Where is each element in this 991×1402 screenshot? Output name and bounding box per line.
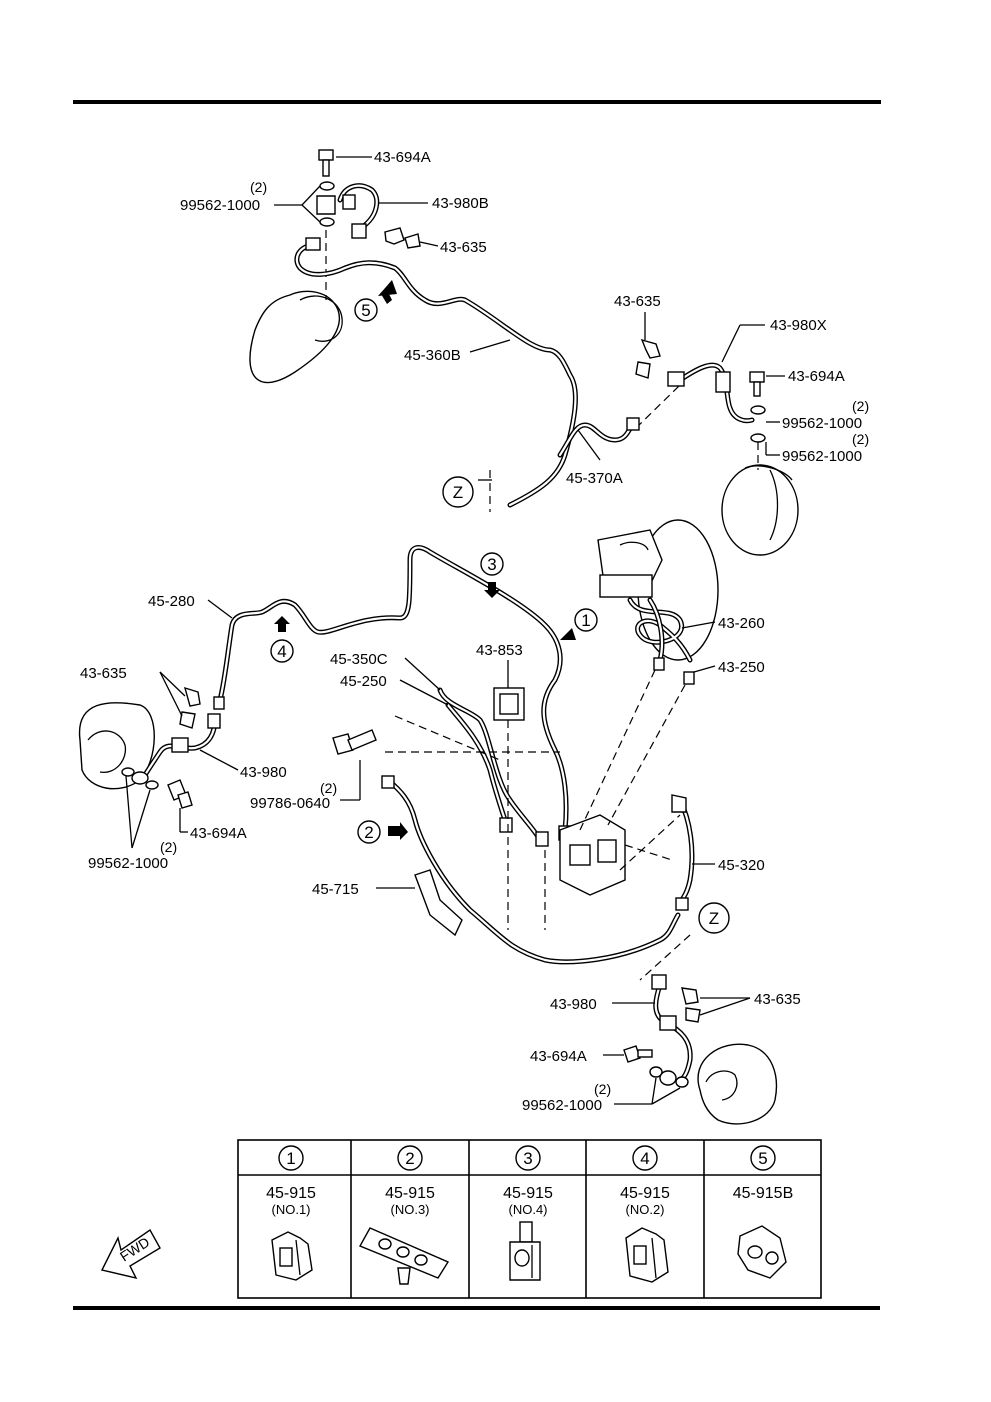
svg-text:(NO.1): (NO.1) — [272, 1202, 311, 1217]
clip-col-5: 5 45-915B — [733, 1145, 794, 1279]
callout-washer-top: 99562-1000 — [180, 197, 260, 214]
callout-bolt-top: 43-694A — [374, 149, 431, 166]
marker-1: 1 — [560, 608, 598, 640]
svg-text:3: 3 — [523, 1149, 532, 1168]
clip-col-3: 3 45-915 (NO.4) — [503, 1145, 553, 1281]
front-right-brake-group — [603, 974, 778, 1125]
callout-qty-rf: (2) — [594, 1081, 611, 1097]
callout-hose-lf: 43-980 — [240, 764, 287, 781]
callout-hose-top: 43-980B — [432, 195, 489, 212]
callout-clip-rr: 43-635 — [614, 293, 661, 310]
callout-qty-washer-lf: (2) — [160, 839, 177, 855]
callout-washer-rr1: 99562-1000 — [782, 415, 862, 432]
callout-washer-rf: 99562-1000 — [522, 1097, 602, 1114]
svg-text:4: 4 — [640, 1149, 649, 1168]
callout-bolt-rf: 43-694A — [530, 1048, 587, 1065]
clip-table: 1 45-915 (NO.1) 2 45-915 (NO.3) 3 45-915… — [237, 1139, 822, 1299]
svg-text:45-915B: 45-915B — [733, 1185, 794, 1202]
rear-right-brake-group — [557, 312, 799, 556]
fwd-arrow: FWD — [100, 1228, 161, 1280]
callout-clip-top: 43-635 — [440, 239, 487, 256]
callout-pipe-45-320: 45-320 — [718, 857, 765, 874]
callout-washer-rr2: 99562-1000 — [782, 448, 862, 465]
callout-bolt-99786: 99786-0640 — [250, 795, 330, 812]
svg-text:2: 2 — [364, 823, 373, 842]
svg-text:(NO.4): (NO.4) — [509, 1202, 548, 1217]
rear-left-brake-group — [249, 149, 578, 512]
callout-clip-lf: 43-635 — [80, 665, 127, 682]
callout-qty-rr1: (2) — [852, 398, 869, 414]
callout-labels: 43-694A (2) 99562-1000 43-980B 43-635 45… — [80, 149, 869, 1114]
clip-col-2: 2 45-915 (NO.3) — [359, 1145, 450, 1285]
callout-hose-rf: 43-980 — [550, 996, 597, 1013]
callout-pipe-43-250: 43-250 — [718, 659, 765, 676]
svg-text:5: 5 — [361, 301, 370, 320]
svg-text:5: 5 — [758, 1149, 767, 1168]
callout-bolt-rr: 43-694A — [788, 368, 845, 385]
marker-z-bottom: Z — [698, 902, 730, 934]
marker-4: 4 — [270, 616, 294, 663]
svg-text:4: 4 — [277, 642, 286, 661]
callout-pipe-45-350c: 45-350C — [330, 651, 388, 668]
svg-text:(NO.2): (NO.2) — [626, 1202, 665, 1217]
callout-pipe-45-370a: 45-370A — [566, 470, 623, 487]
svg-text:1: 1 — [286, 1149, 295, 1168]
callout-pipe-45-280: 45-280 — [148, 593, 195, 610]
marker-5: 5 — [354, 280, 397, 322]
clip-col-4: 4 45-915 (NO.2) — [620, 1145, 670, 1283]
front-left-brake-group — [78, 671, 239, 849]
svg-text:45-915: 45-915 — [385, 1185, 435, 1202]
callout-bracket-45-715: 45-715 — [312, 881, 359, 898]
svg-text:2: 2 — [405, 1149, 414, 1168]
svg-text:3: 3 — [487, 555, 496, 574]
svg-text:1: 1 — [581, 611, 590, 630]
callout-bolt-lf: 43-694A — [190, 825, 247, 842]
callout-pipe-45-250: 45-250 — [340, 673, 387, 690]
marker-3: 3 — [480, 552, 504, 598]
callout-valve-43-853: 43-853 — [476, 642, 523, 659]
svg-text:Z: Z — [709, 909, 719, 928]
clip-col-1: 1 45-915 (NO.1) — [266, 1145, 316, 1281]
callout-washer-lf: 99562-1000 — [88, 855, 168, 872]
callout-hose-rr: 43-980X — [770, 317, 827, 334]
svg-text:Z: Z — [453, 483, 463, 502]
callout-pipe-43-260: 43-260 — [718, 615, 765, 632]
svg-text:45-915: 45-915 — [266, 1185, 316, 1202]
svg-text:45-915: 45-915 — [620, 1185, 670, 1202]
svg-text:(NO.3): (NO.3) — [391, 1202, 430, 1217]
callout-qty-rr2: (2) — [852, 431, 869, 447]
callout-pipe-45-360b: 45-360B — [404, 347, 461, 364]
marker-z-top: Z — [442, 476, 474, 508]
callout-qty-top: (2) — [250, 179, 267, 195]
callout-qty-bolt-lf: (2) — [320, 780, 337, 796]
svg-text:45-915: 45-915 — [503, 1185, 553, 1202]
callout-clip-rf: 43-635 — [754, 991, 801, 1008]
front-pipes-group — [207, 545, 715, 981]
master-cylinder-group — [597, 519, 719, 685]
marker-2: 2 — [357, 820, 408, 844]
